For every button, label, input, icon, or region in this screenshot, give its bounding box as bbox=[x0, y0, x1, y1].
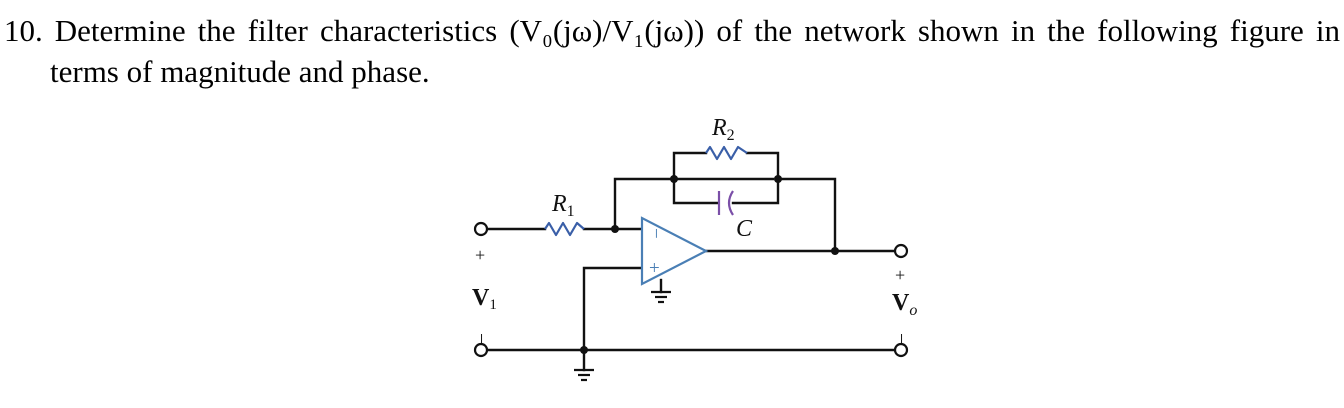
wire-noninv-to-ground bbox=[582, 266, 652, 352]
input-voltage-label: V1 bbox=[472, 285, 497, 313]
opamp-noninverting-sign: + bbox=[649, 258, 660, 279]
output-plus-sign: + bbox=[895, 265, 905, 285]
ground-symbol-opamp bbox=[651, 290, 671, 304]
wire-r2-left bbox=[672, 151, 708, 181]
input-plus-sign: + bbox=[475, 245, 485, 265]
junction-output-node bbox=[831, 247, 839, 255]
problem-number: 10. bbox=[4, 13, 43, 48]
terminal-input-negative bbox=[473, 342, 489, 358]
terminal-input-positive bbox=[473, 221, 489, 237]
junction-ground-rail bbox=[580, 346, 588, 354]
wire-feedback-top-left bbox=[613, 177, 775, 231]
input-minus-sign: − bbox=[470, 333, 492, 344]
opamp-inverting-sign: − bbox=[645, 228, 666, 239]
ground-symbol-rail bbox=[574, 368, 594, 382]
terminals bbox=[473, 221, 909, 358]
problem-text-line-1: Determine the filter characteristics (V₀… bbox=[54, 13, 1340, 48]
terminal-output-negative bbox=[893, 342, 909, 358]
problem-line-2: terms of magnitude and phase. bbox=[4, 51, 1340, 92]
resistor-r2 bbox=[705, 145, 748, 161]
label-r1: R1 bbox=[551, 191, 575, 220]
wire-feedback-to-output bbox=[776, 177, 837, 253]
output-voltage-label: Vo bbox=[892, 290, 917, 319]
junction-feedback-left bbox=[670, 175, 678, 183]
problem-line-1: 10. Determine the filter characteristics… bbox=[4, 10, 1340, 51]
resistor-r1 bbox=[544, 221, 585, 237]
circuit-wires bbox=[485, 151, 897, 372]
junction-inv-node bbox=[611, 225, 619, 233]
label-r2: R2 bbox=[711, 115, 735, 144]
junction-feedback-right bbox=[774, 175, 782, 183]
wire-c-left bbox=[672, 177, 719, 205]
problem-text-line-2: terms of magnitude and phase. bbox=[50, 54, 430, 89]
output-minus-sign: − bbox=[890, 333, 912, 344]
wire-r2-right bbox=[745, 151, 780, 181]
problem-statement: 10. Determine the filter characteristics… bbox=[4, 10, 1340, 92]
opamp-triangle bbox=[640, 216, 709, 286]
wire-c-right bbox=[731, 177, 780, 205]
junction-dots bbox=[580, 175, 839, 354]
capacitor-c bbox=[717, 190, 734, 216]
label-c: C bbox=[736, 216, 753, 242]
terminal-output-positive bbox=[893, 243, 909, 259]
